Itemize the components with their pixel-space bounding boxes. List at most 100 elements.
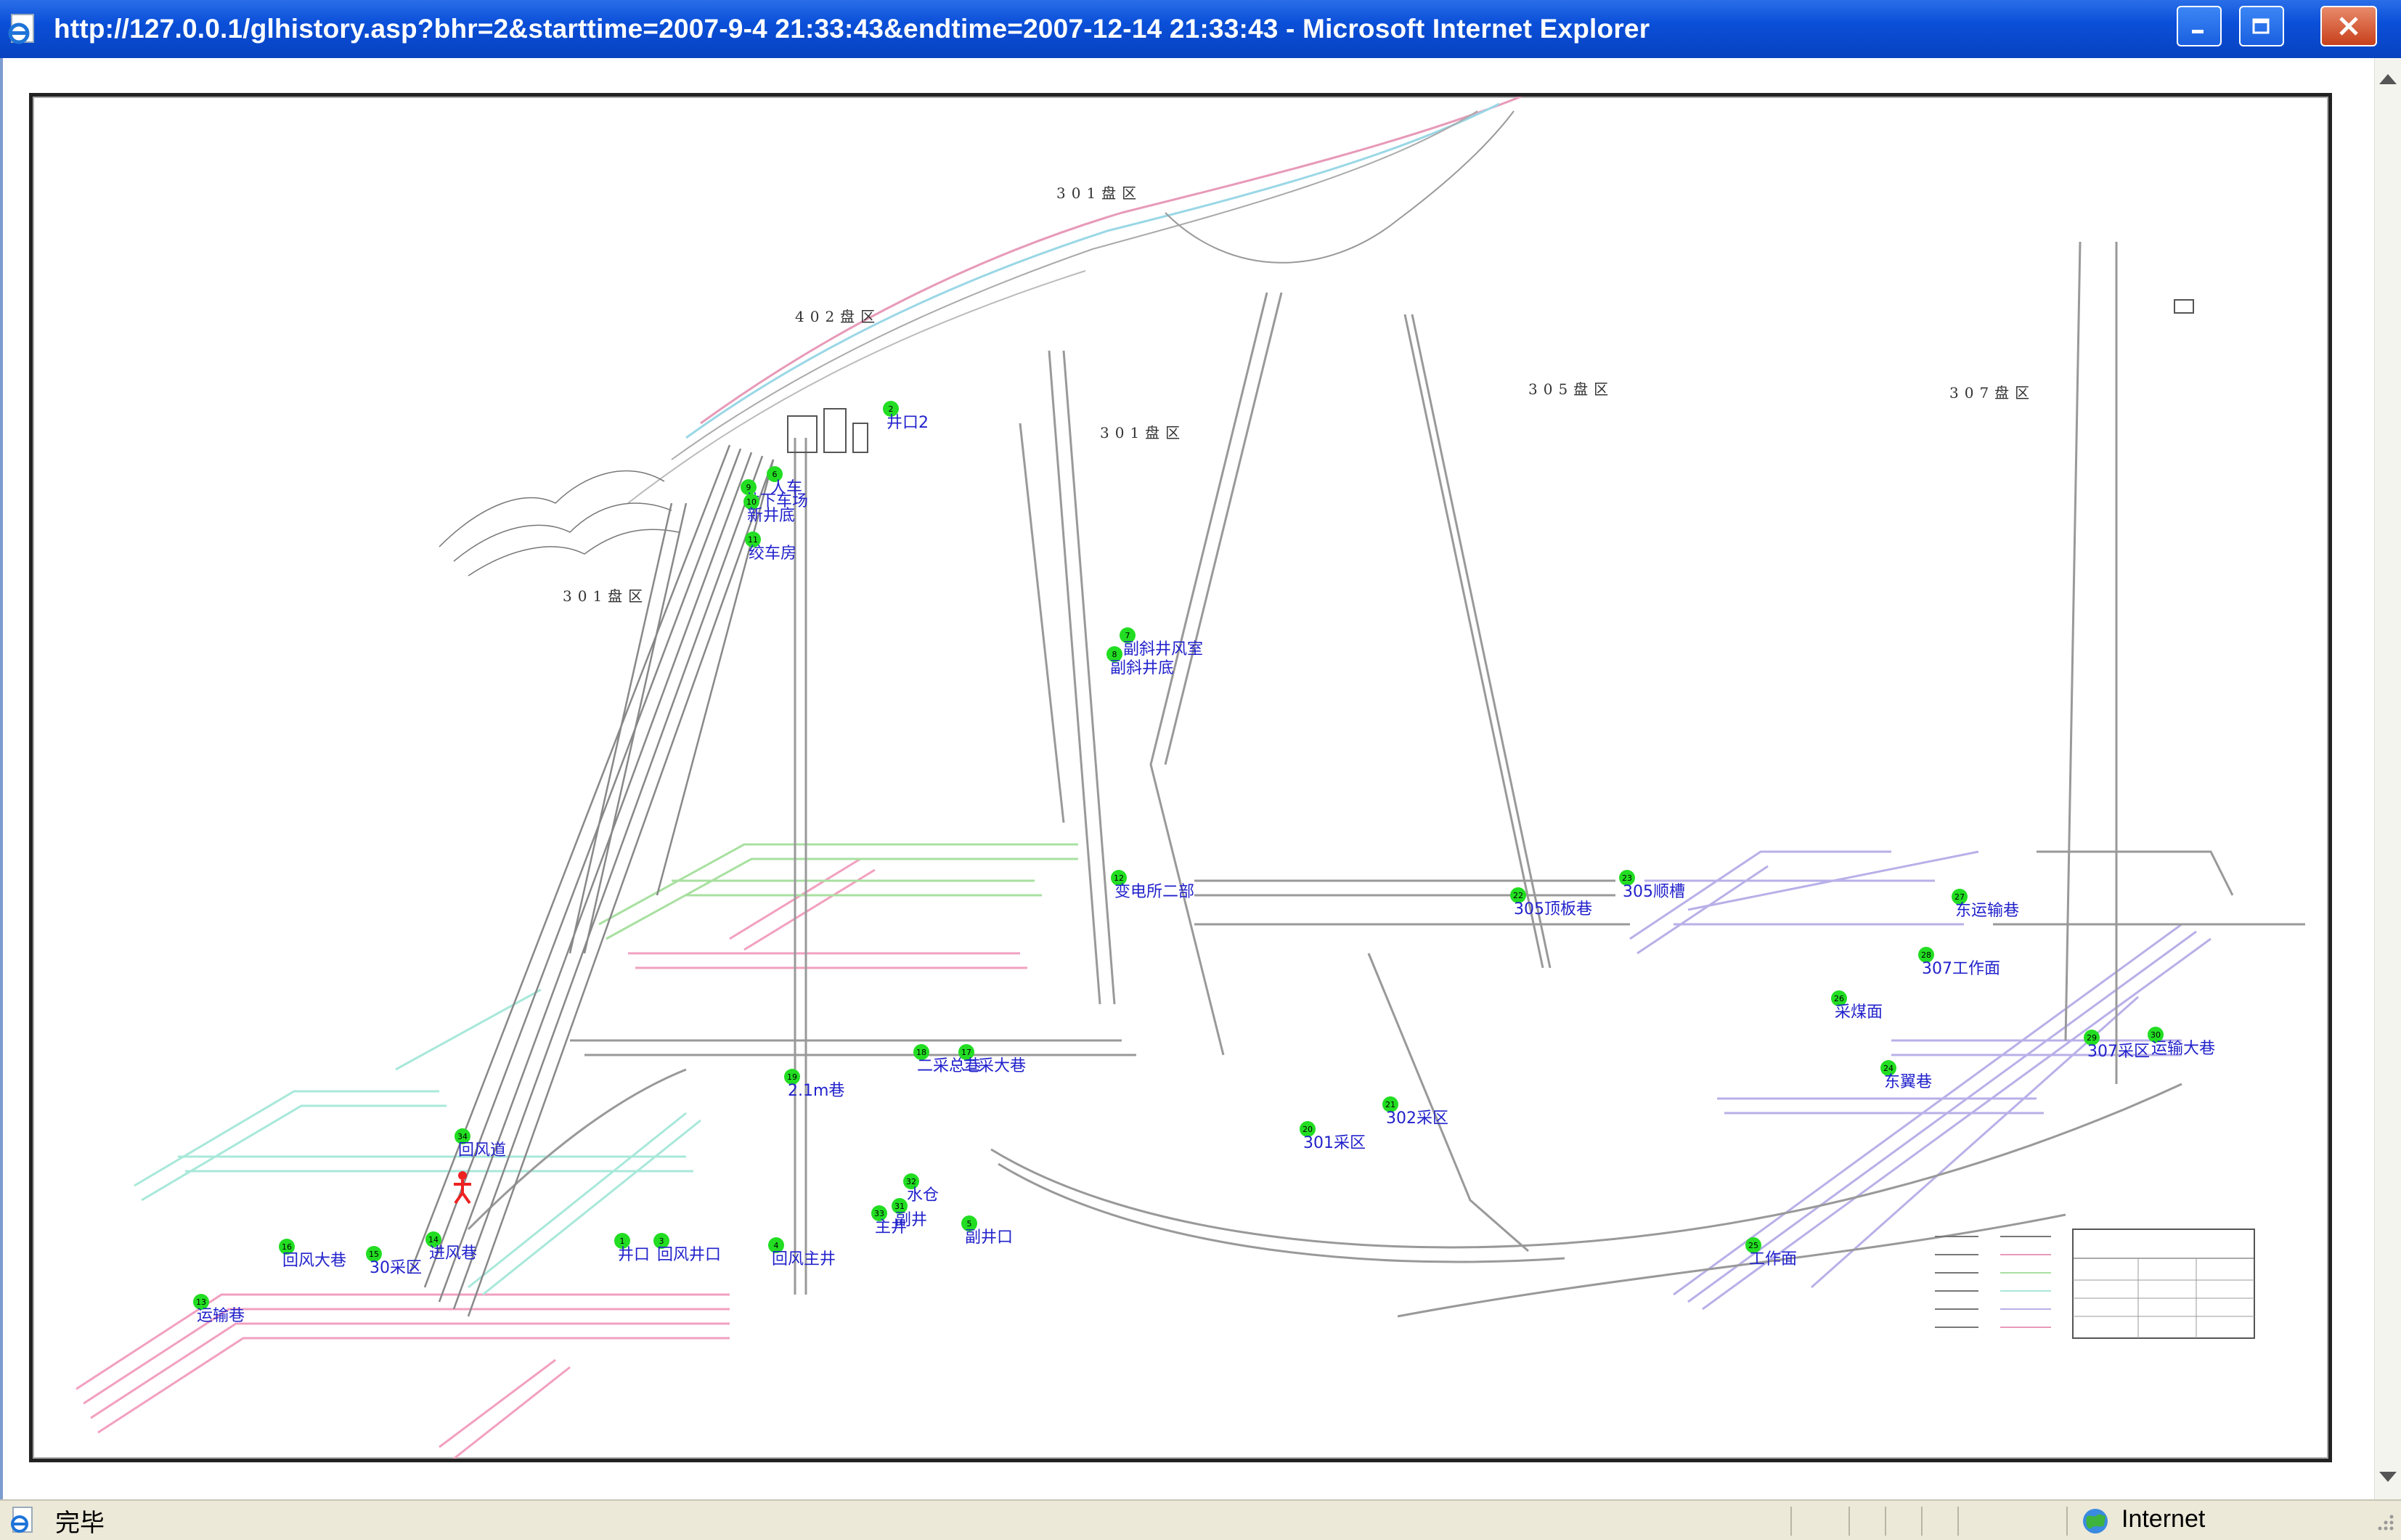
station-number: 13 bbox=[196, 1297, 206, 1307]
station-dot-icon bbox=[913, 1044, 929, 1060]
station-label: 副斜井风室 bbox=[1123, 640, 1203, 659]
region-label: 402盘区 bbox=[795, 308, 881, 325]
station-number: 19 bbox=[787, 1072, 797, 1082]
station-dot-icon bbox=[768, 1237, 784, 1253]
station-dot-icon bbox=[883, 401, 899, 417]
station-number: 1 bbox=[620, 1237, 625, 1246]
resize-grip-icon[interactable] bbox=[2374, 1511, 2396, 1533]
green-roadways bbox=[598, 843, 1078, 940]
station-marker[interactable]: 1井口 bbox=[614, 1233, 650, 1264]
station-number: 17 bbox=[961, 1048, 971, 1057]
station-number: 9 bbox=[746, 483, 751, 492]
station-label: 新井底 bbox=[747, 507, 795, 525]
minimize-icon bbox=[2192, 30, 2204, 33]
close-button[interactable] bbox=[2320, 6, 2377, 46]
grey-roadways bbox=[467, 241, 2305, 1318]
station-dot-icon bbox=[1111, 870, 1127, 886]
minimize-button[interactable] bbox=[2177, 6, 2222, 46]
restore-icon bbox=[2252, 18, 2270, 34]
region-label: 307盘区 bbox=[1949, 384, 2035, 402]
mine-map[interactable]: 301盘区 402盘区 301盘区 305盘区 307盘区 301盘区 1井口2… bbox=[33, 97, 2328, 1459]
station-marker[interactable]: 192.1m巷 bbox=[784, 1069, 844, 1100]
station-label: 307采区 bbox=[2087, 1043, 2150, 1061]
station-dot-icon bbox=[767, 466, 783, 482]
station-dot-icon bbox=[743, 494, 759, 510]
ie-page-icon bbox=[11, 1507, 33, 1533]
station-label: 副井口 bbox=[965, 1229, 1013, 1247]
station-label: 东翼巷 bbox=[1884, 1073, 1932, 1091]
station-label: 主井 bbox=[875, 1218, 907, 1237]
region-label: 301盘区 bbox=[1100, 424, 1186, 441]
station-label: 301采区 bbox=[1303, 1134, 1366, 1152]
station-dot-icon bbox=[1382, 1096, 1398, 1112]
station-label: 回风井口 bbox=[657, 1246, 721, 1264]
station-dot-icon bbox=[653, 1233, 669, 1249]
station-number: 33 bbox=[874, 1209, 884, 1218]
station-label: 30采区 bbox=[370, 1259, 422, 1277]
station-label: 307工作面 bbox=[1922, 960, 2000, 978]
station-number: 34 bbox=[457, 1132, 468, 1141]
station-number: 4 bbox=[774, 1241, 779, 1250]
station-dot-icon bbox=[745, 531, 761, 547]
ie-page-icon bbox=[8, 14, 34, 44]
station-dot-icon bbox=[1831, 990, 1847, 1006]
station-dot-icon bbox=[892, 1198, 908, 1214]
station-number: 11 bbox=[748, 535, 758, 545]
river bbox=[627, 97, 1522, 504]
station-label: 采煤面 bbox=[1835, 1003, 1883, 1022]
station-label: 井口2 bbox=[886, 414, 929, 432]
station-dot-icon bbox=[454, 1128, 470, 1144]
region-label: 305盘区 bbox=[1528, 380, 1614, 398]
station-number: 10 bbox=[746, 497, 757, 507]
station-number: 15 bbox=[369, 1250, 379, 1259]
station-label: 变电所二部 bbox=[1114, 883, 1194, 901]
station-dot-icon bbox=[1300, 1121, 1316, 1137]
scroll-down-icon[interactable] bbox=[2379, 1472, 2397, 1482]
station-marker[interactable]: 6人车 bbox=[767, 466, 802, 497]
station-label: 东运输巷 bbox=[1955, 902, 2019, 920]
vertical-scrollbar[interactable] bbox=[2374, 58, 2401, 1499]
scroll-up-icon[interactable] bbox=[2379, 74, 2397, 84]
maximize-button[interactable] bbox=[2239, 6, 2284, 46]
station-label: 305顶板巷 bbox=[1514, 900, 1592, 918]
surface-buildings bbox=[787, 299, 2194, 453]
station-number: 6 bbox=[773, 470, 778, 479]
station-label: 副斜井底 bbox=[1110, 659, 1174, 677]
station-label: 302采区 bbox=[1386, 1109, 1448, 1128]
station-number: 16 bbox=[282, 1242, 292, 1252]
station-number: 5 bbox=[967, 1219, 972, 1229]
station-label: 回风大巷 bbox=[282, 1252, 346, 1270]
status-bar: 完毕 Internet bbox=[0, 1499, 2401, 1540]
person-icon[interactable] bbox=[454, 1171, 471, 1205]
